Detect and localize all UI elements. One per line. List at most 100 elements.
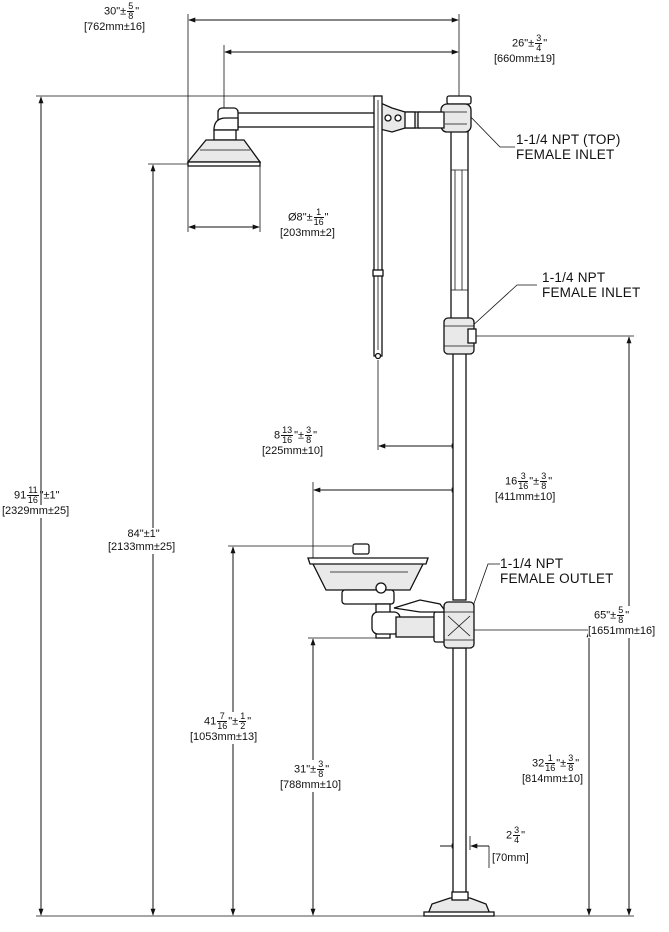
- callout-line1: 1-1/4 NPT: [500, 556, 564, 571]
- value-tol: ±1": [43, 489, 60, 502]
- value-mm: [225mm±10]: [262, 445, 324, 457]
- value-whole: 26: [512, 37, 525, 50]
- callout-top-inlet: 1-1/4 NPT (TOP) FEMALE INLET: [516, 132, 621, 162]
- fraction-den: 16: [545, 763, 556, 773]
- value-text: 84"±1": [127, 528, 160, 540]
- fraction-num: 3: [518, 472, 529, 482]
- value-mm: [788mm±10]: [280, 779, 342, 792]
- main-pipe: [450, 111, 469, 899]
- fraction-num: 1: [239, 711, 247, 722]
- fraction-num: 7: [217, 712, 228, 722]
- value-whole: 30: [104, 5, 117, 18]
- fraction-den: 16: [27, 495, 38, 505]
- fraction-num: 3: [567, 753, 575, 764]
- value-mm: [762mm±16]: [84, 21, 146, 33]
- value-mm: [814mm±10]: [522, 773, 584, 786]
- callout-line1: 1-1/4 NPT: [542, 270, 606, 285]
- value-mm: [2133mm±25]: [108, 541, 176, 553]
- value-whole: 2: [506, 829, 513, 842]
- fraction-num: 3: [535, 33, 543, 44]
- value-mm: [660mm±19]: [494, 53, 556, 65]
- pull-rod: [372, 95, 384, 360]
- value-whole: 16: [505, 475, 518, 488]
- fraction-num: 3: [540, 471, 548, 482]
- callout-leaders: [463, 109, 537, 627]
- value-whole: 31: [294, 763, 307, 776]
- fraction-num: 1: [545, 754, 556, 764]
- fraction-num: 1: [313, 208, 324, 218]
- fraction-num: 5: [617, 605, 625, 616]
- fraction-num: 11: [27, 485, 39, 496]
- fraction-den: 4: [536, 43, 542, 53]
- top-inlet-fitting: [440, 95, 472, 133]
- value-mm: [203mm±2]: [280, 227, 335, 239]
- fraction-den: 2: [240, 721, 246, 731]
- value-mm: [1053mm±13]: [190, 731, 258, 744]
- value-whole: 8: [274, 429, 281, 442]
- fraction-den: 4: [514, 835, 520, 845]
- fraction-den: 8: [306, 435, 312, 445]
- callout-line2: FEMALE INLET: [542, 285, 641, 300]
- fraction-den: 8: [318, 769, 324, 779]
- callout-line2: FEMALE INLET: [516, 147, 615, 162]
- label-base-offset-mm: [70mm]: [492, 852, 529, 864]
- shower-arm: [235, 100, 445, 133]
- value-whole: 32: [532, 757, 545, 770]
- fraction-num: 3: [513, 825, 521, 836]
- fraction-num: 3: [305, 425, 313, 436]
- value-whole: 91: [14, 489, 27, 502]
- value-whole: 41: [204, 715, 217, 728]
- value-prefix: Ø8: [288, 211, 303, 224]
- callout-side-inlet: 1-1/4 NPT FEMALE INLET: [542, 270, 640, 300]
- value-mm: [411mm±10]: [495, 491, 556, 503]
- shower-head: [186, 107, 262, 167]
- eye-wash-bowl: [307, 543, 429, 639]
- side-inlet-fitting: [443, 317, 477, 355]
- fraction-den: 16: [518, 481, 529, 491]
- callout-line1: 1-1/4 NPT (TOP): [516, 132, 621, 147]
- value-mm: [2329mm±25]: [2, 505, 70, 518]
- callout-line2: FEMALE OUTLET: [500, 571, 614, 586]
- floor-flange: [423, 891, 495, 917]
- callout-outlet: 1-1/4 NPT FEMALE OUTLET: [500, 556, 614, 586]
- fraction-den: 16: [217, 721, 228, 731]
- fraction-num: 13: [281, 425, 294, 436]
- fraction-den: 16: [313, 217, 324, 227]
- fraction-den: 8: [568, 763, 574, 773]
- fraction-den: 8: [618, 615, 624, 625]
- label-head-height: 84"±1" [2133mm±25]: [108, 528, 176, 554]
- fraction-den: 16: [282, 435, 293, 445]
- fraction-num: 3: [317, 759, 325, 770]
- fraction-den: 8: [128, 11, 134, 21]
- eye-wash-valve: [393, 599, 475, 649]
- fraction-num: 5: [127, 1, 135, 12]
- value-whole: 65: [594, 609, 607, 622]
